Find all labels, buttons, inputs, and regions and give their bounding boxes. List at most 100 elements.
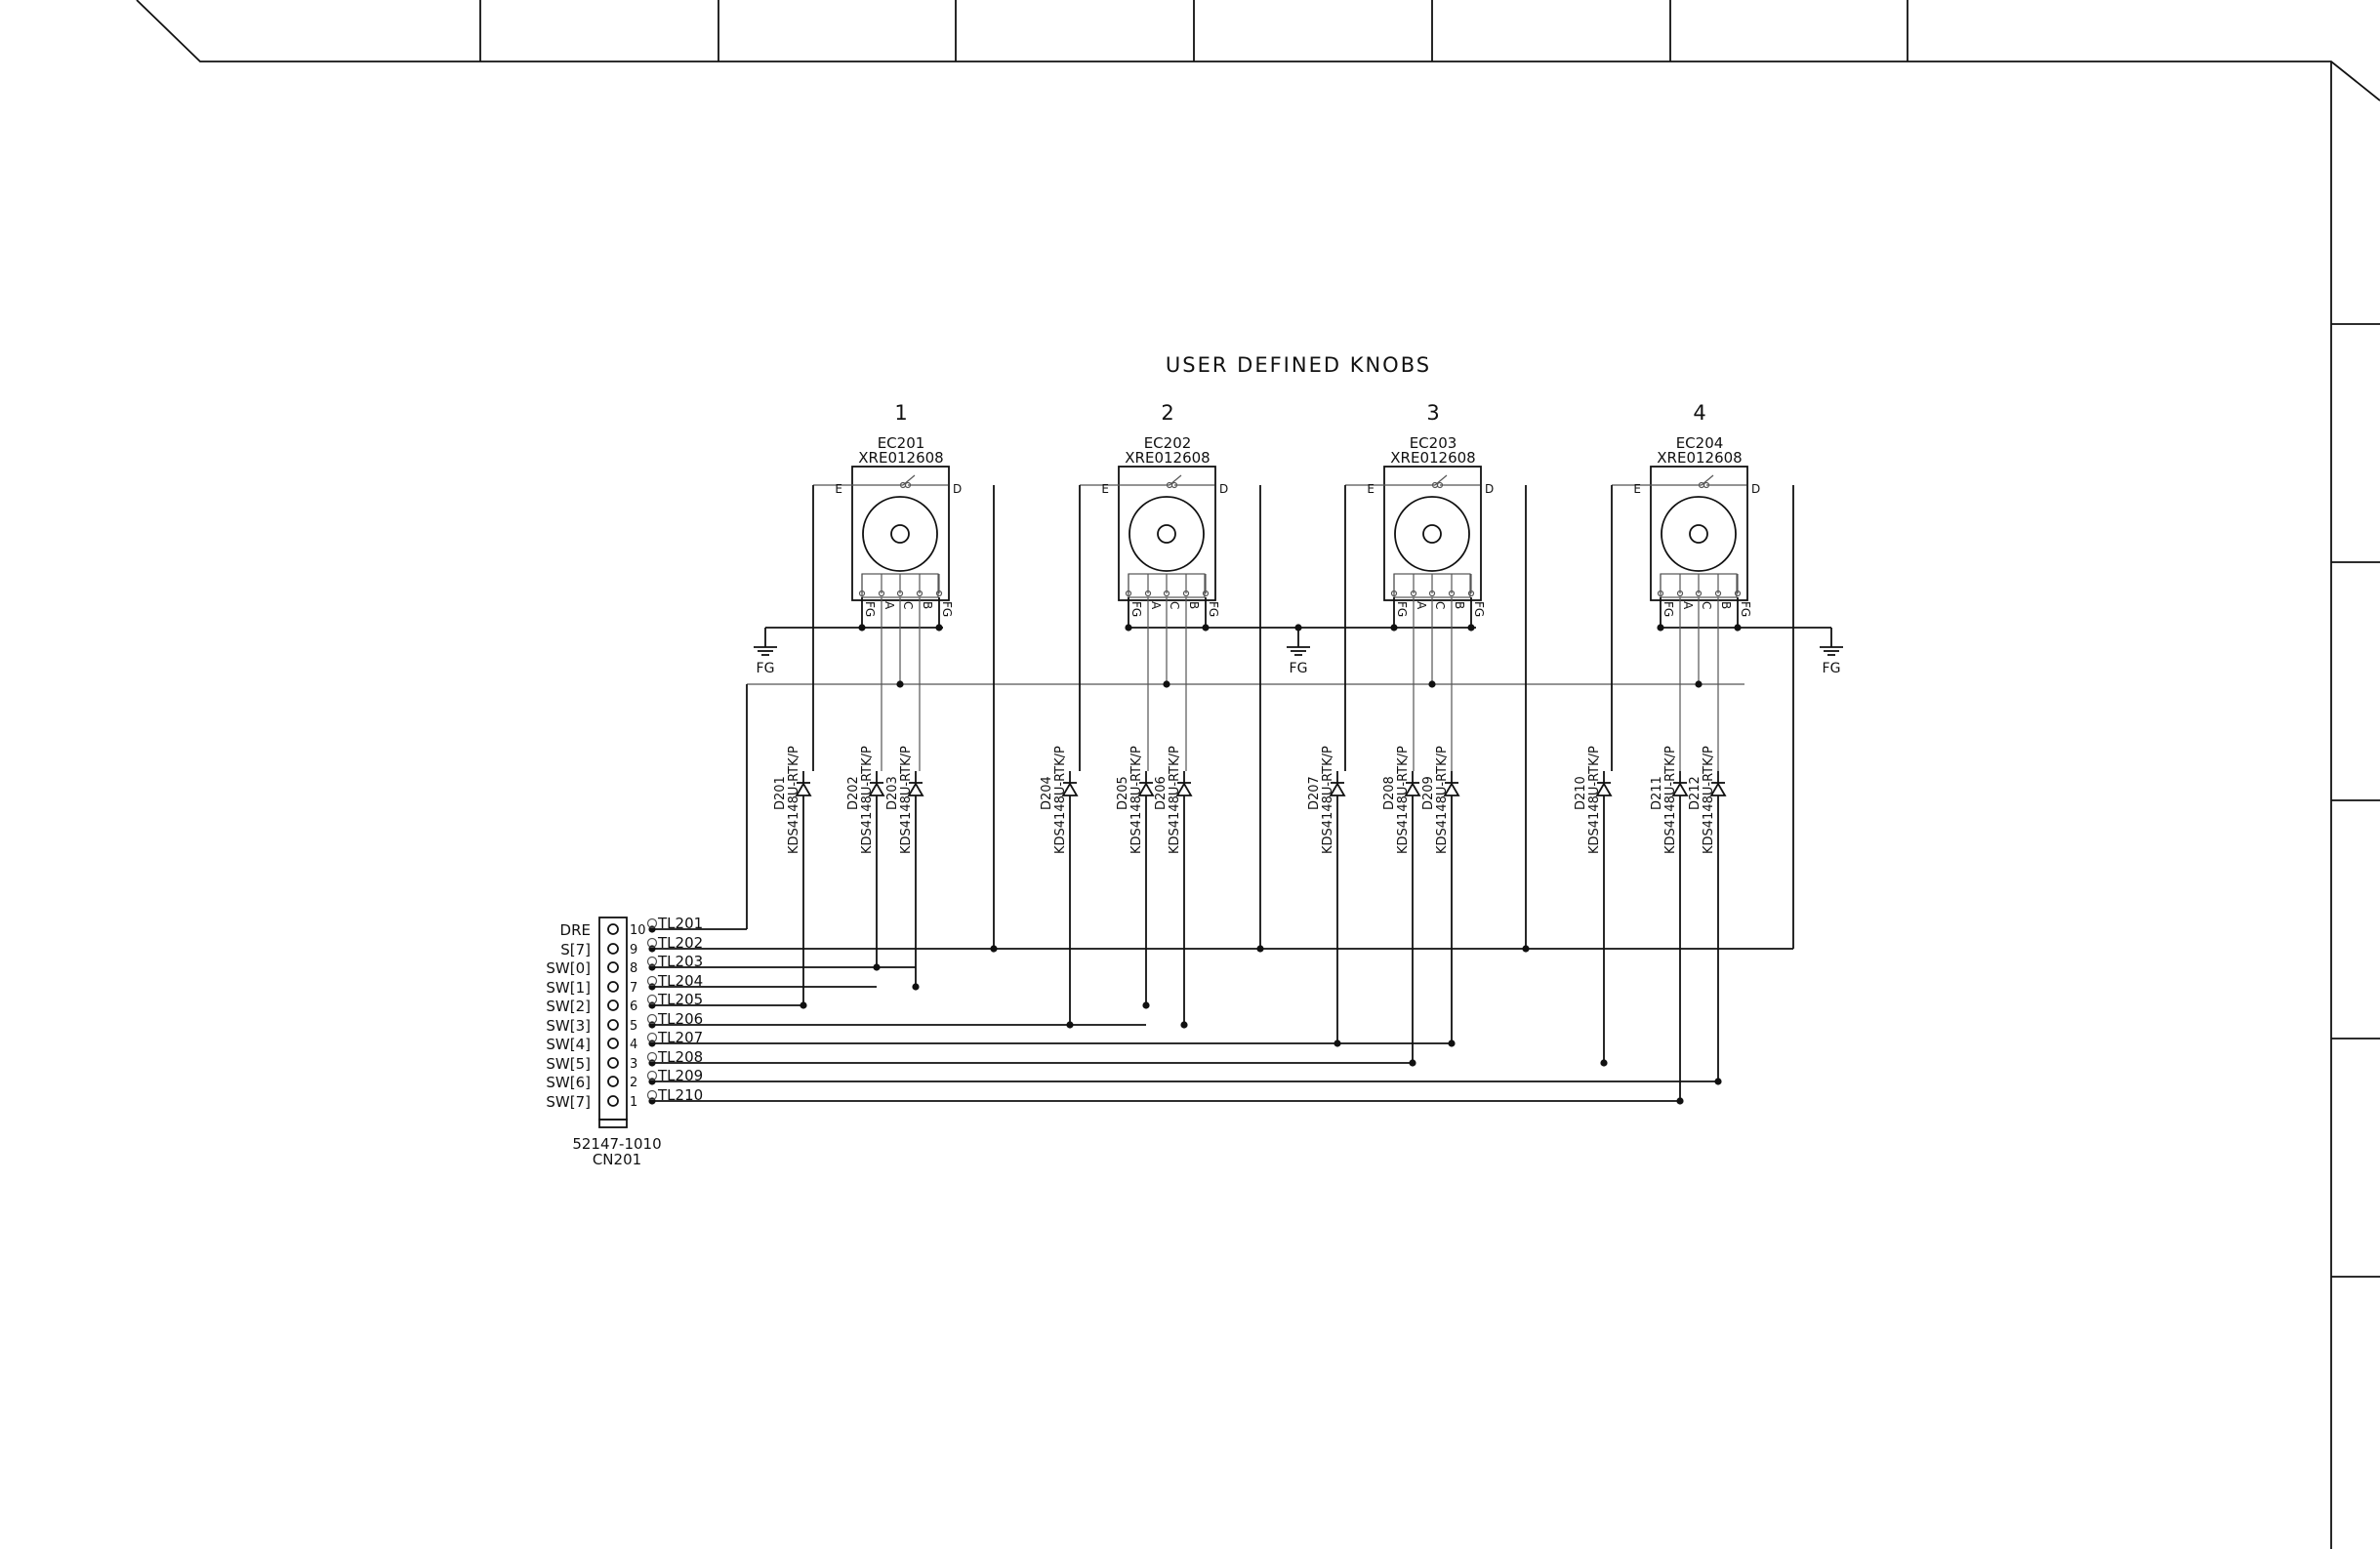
encoder-shaft-circle: [862, 496, 938, 572]
pin-signal-name: SW[0]: [546, 959, 591, 977]
pin-number: 6: [630, 999, 637, 1014]
pin-label-d: D: [1485, 482, 1494, 496]
pin-contact: [607, 1038, 619, 1049]
diode-triangle: [795, 782, 812, 796]
test-point-label: TL207: [657, 1029, 703, 1046]
diode-ref: D204: [1040, 776, 1054, 810]
ground-label: FG: [1290, 661, 1308, 676]
diode-ref: D212: [1688, 776, 1703, 810]
pin-signal-name: SW[6]: [546, 1074, 591, 1091]
drawing-frame: [136, 0, 2380, 1549]
junction-dot: [1600, 1059, 1608, 1067]
schematic-title: USER DEFINED KNOBS: [1166, 353, 1431, 377]
encoder-pin: [1125, 590, 1132, 597]
encoder-pin: [1714, 590, 1722, 597]
pin-number: 9: [630, 943, 637, 958]
diode-ref: D203: [885, 776, 900, 810]
diode-triangle: [1709, 782, 1727, 796]
junction-dot: [1180, 1021, 1188, 1029]
encoder-ref: EC202: [1144, 434, 1192, 452]
encoder-pin-label: A: [1681, 601, 1695, 610]
knob-number: 1: [894, 401, 907, 425]
encoder-pin-label: C: [1700, 601, 1713, 609]
junction-dot: [1695, 680, 1703, 688]
encoder-pin-label: C: [1168, 601, 1181, 609]
junction-dot: [1467, 624, 1475, 632]
encoder-pin: [1144, 590, 1152, 597]
encoder-pin-label: B: [921, 601, 934, 609]
encoder-ref: EC204: [1676, 434, 1724, 452]
test-point-icon: [646, 1070, 658, 1081]
encoder-part: XRE012608: [1125, 449, 1210, 467]
test-point-label: TL209: [657, 1067, 703, 1084]
pin-number: 2: [630, 1076, 637, 1090]
diode-part: KDS4148U-RTK/P: [1663, 746, 1678, 854]
connector-pin-2: SW[6] 2 TL209: [546, 1067, 703, 1091]
encoder-pin: [1410, 590, 1417, 597]
pin-contact: [607, 1019, 619, 1031]
encoder-pin: [1428, 590, 1436, 597]
pin-contact: [607, 923, 619, 935]
connector-body: [598, 917, 628, 1121]
pin-label-e: E: [1101, 482, 1109, 496]
diode-part: KDS4148U-RTK/P: [1168, 746, 1182, 854]
diode-part: KDS4148U-RTK/P: [1396, 746, 1411, 854]
test-point-label: TL206: [657, 1010, 703, 1028]
test-point-label: TL201: [657, 915, 703, 932]
diode-part: KDS4148U-RTK/P: [1053, 746, 1068, 854]
diode-ref: D208: [1382, 776, 1397, 810]
pin-signal-name: S[7]: [560, 941, 591, 958]
pin-signal-name: SW[1]: [546, 979, 591, 997]
encoder-shaft-center: [1689, 524, 1708, 544]
junction-dot: [1294, 624, 1302, 632]
encoder-pin-label: B: [1187, 601, 1201, 609]
diode-ref: D211: [1650, 776, 1664, 810]
diode-triangle: [1175, 782, 1193, 796]
encoder-pin-label: A: [1415, 601, 1428, 610]
switch-contact: [1703, 481, 1710, 489]
encoder-pin-label: FG: [1472, 601, 1486, 617]
pin-signal-name: DRE: [560, 921, 591, 939]
pin-number: 5: [630, 1019, 637, 1034]
switch-contact: [904, 481, 912, 489]
ground-fg-symbol: FG: [1287, 628, 1310, 676]
encoder-pin-label: FG: [1662, 601, 1675, 617]
diode-ref: D210: [1574, 776, 1588, 810]
encoder-part: XRE012608: [1390, 449, 1475, 467]
encoder-pin: [916, 590, 923, 597]
junction-dot: [1125, 624, 1132, 632]
encoder-pin: [858, 590, 866, 597]
knob-number: 3: [1426, 401, 1439, 425]
test-point-icon: [646, 917, 658, 929]
pin-number: 4: [630, 1038, 637, 1052]
encoder-shaft-circle: [1661, 496, 1737, 572]
pin-label-e: E: [835, 482, 842, 496]
encoder-pin: [1202, 590, 1210, 597]
encoder-ref: EC203: [1410, 434, 1457, 452]
connector-ref-label: CN201: [593, 1151, 641, 1168]
knob-number: 4: [1693, 401, 1705, 425]
diode-part: KDS4148U-RTK/P: [1435, 746, 1450, 854]
encoder-pin-label: A: [1149, 601, 1163, 610]
encoder-shaft-circle: [1394, 496, 1470, 572]
pin-signal-name: SW[7]: [546, 1093, 591, 1111]
ground-fg-symbol: FG: [1820, 628, 1843, 676]
ground-fg-symbol: FG: [754, 628, 777, 676]
encoder-pin-label: FG: [863, 601, 877, 617]
junction-dot: [1163, 680, 1170, 688]
encoder-pin: [1657, 590, 1664, 597]
encoder-part: XRE012608: [1657, 449, 1742, 467]
encoder-shaft-center: [890, 524, 910, 544]
encoder-pin: [896, 590, 904, 597]
